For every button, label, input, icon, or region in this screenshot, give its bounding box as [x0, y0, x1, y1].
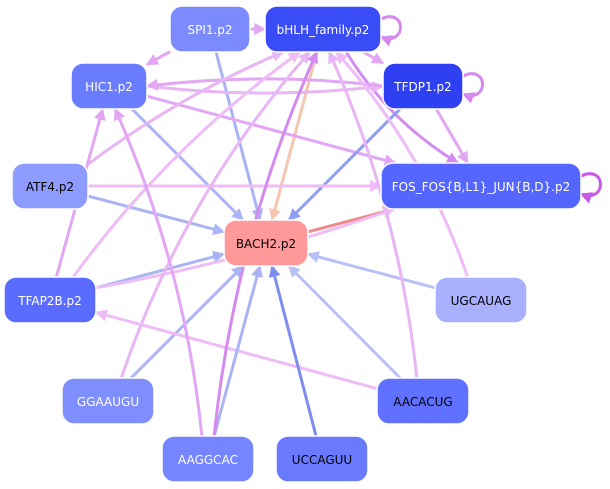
edge-fos-to-fos: [579, 172, 602, 204]
edge-hic1-to-tfdp1: [146, 81, 385, 95]
node-label: UCCAGUU: [292, 453, 352, 467]
node-aaggcac[interactable]: AAGGCAC: [161, 435, 255, 483]
edge-ggaaugu-to-bhlh: [119, 51, 311, 379]
node-box: [382, 62, 464, 110]
node-label: BACH2.p2: [236, 237, 296, 251]
node-box: [275, 435, 369, 483]
node-spi1[interactable]: SPI1.p2: [169, 5, 251, 53]
node-label: FOS_FOS{B,L1}_JUN{B,D}.p2: [392, 180, 571, 194]
node-ugcauag[interactable]: UGCAUAG: [434, 276, 528, 324]
node-box: [380, 162, 582, 210]
node-box: [264, 5, 382, 53]
edge-tfdp1-to-bach2: [287, 107, 402, 222]
node-tfap2b[interactable]: TFAP2B.p2: [3, 276, 97, 324]
node-box: [223, 219, 309, 267]
node-label: AACACUG: [393, 395, 452, 409]
edge-ugcauag-to-bach2: [306, 251, 436, 290]
edge-spi1-to-hic1: [145, 50, 171, 66]
node-hic1[interactable]: HIC1.p2: [70, 62, 148, 110]
node-aacacug[interactable]: AACACUG: [376, 377, 470, 425]
node-box: [434, 276, 528, 324]
node-label: UGCAUAG: [451, 294, 512, 308]
node-uccaguu[interactable]: UCCAGUU: [275, 435, 369, 483]
node-label: HIC1.p2: [85, 80, 133, 94]
node-label: TFDP1.p2: [393, 80, 451, 94]
edge-aacacug-to-bach2: [287, 264, 402, 380]
node-bach2[interactable]: BACH2.p2: [223, 219, 309, 267]
edge-uccaguu-to-bach2: [268, 264, 318, 437]
edge-hic1-to-bach2: [130, 107, 245, 222]
edge-bhlh-to-tfdp1: [362, 50, 385, 65]
node-box: [169, 5, 251, 53]
node-box: [70, 62, 148, 110]
node-atf4[interactable]: ATF4.p2: [11, 162, 89, 210]
edge-tfdp1-to-tfdp1: [461, 72, 484, 104]
edge-tfap2b-to-bhlh: [71, 50, 301, 278]
edge-ugcauag-to-bhlh: [335, 51, 470, 278]
edge-spi1-to-bach2: [214, 51, 264, 222]
node-box: [161, 435, 255, 483]
edge-aacacug-to-bhlh: [327, 50, 419, 379]
edge-ggaaugu-to-bach2: [129, 264, 245, 380]
node-bhlh[interactable]: bHLH_family.p2: [264, 5, 382, 53]
node-label: AAGGCAC: [178, 453, 238, 467]
edge-aaggcac-to-bach2: [212, 264, 263, 437]
node-fos[interactable]: FOS_FOS{B,L1}_JUN{B,D}.p2: [380, 162, 582, 210]
node-label: ATF4.p2: [26, 180, 74, 194]
edge-layer: [54, 15, 602, 437]
node-label: TFAP2B.p2: [17, 294, 82, 308]
node-box: [3, 276, 97, 324]
node-box: [61, 377, 155, 425]
node-label: GGAAUGU: [77, 395, 139, 409]
node-ggaaugu[interactable]: GGAAUGU: [61, 377, 155, 425]
edge-atf4-to-bhlh: [87, 50, 285, 166]
node-box: [11, 162, 89, 210]
edge-bhlh-to-bhlh: [379, 15, 402, 47]
edge-hic1-to-fos: [146, 94, 397, 166]
node-label: bHLH_family.p2: [277, 23, 370, 37]
node-label: SPI1.p2: [187, 23, 232, 37]
node-tfdp1[interactable]: TFDP1.p2: [382, 62, 464, 110]
node-box: [376, 377, 470, 425]
edge-tfdp1-to-fos: [435, 108, 469, 165]
edge-aaggcac-to-hic1: [113, 107, 204, 437]
